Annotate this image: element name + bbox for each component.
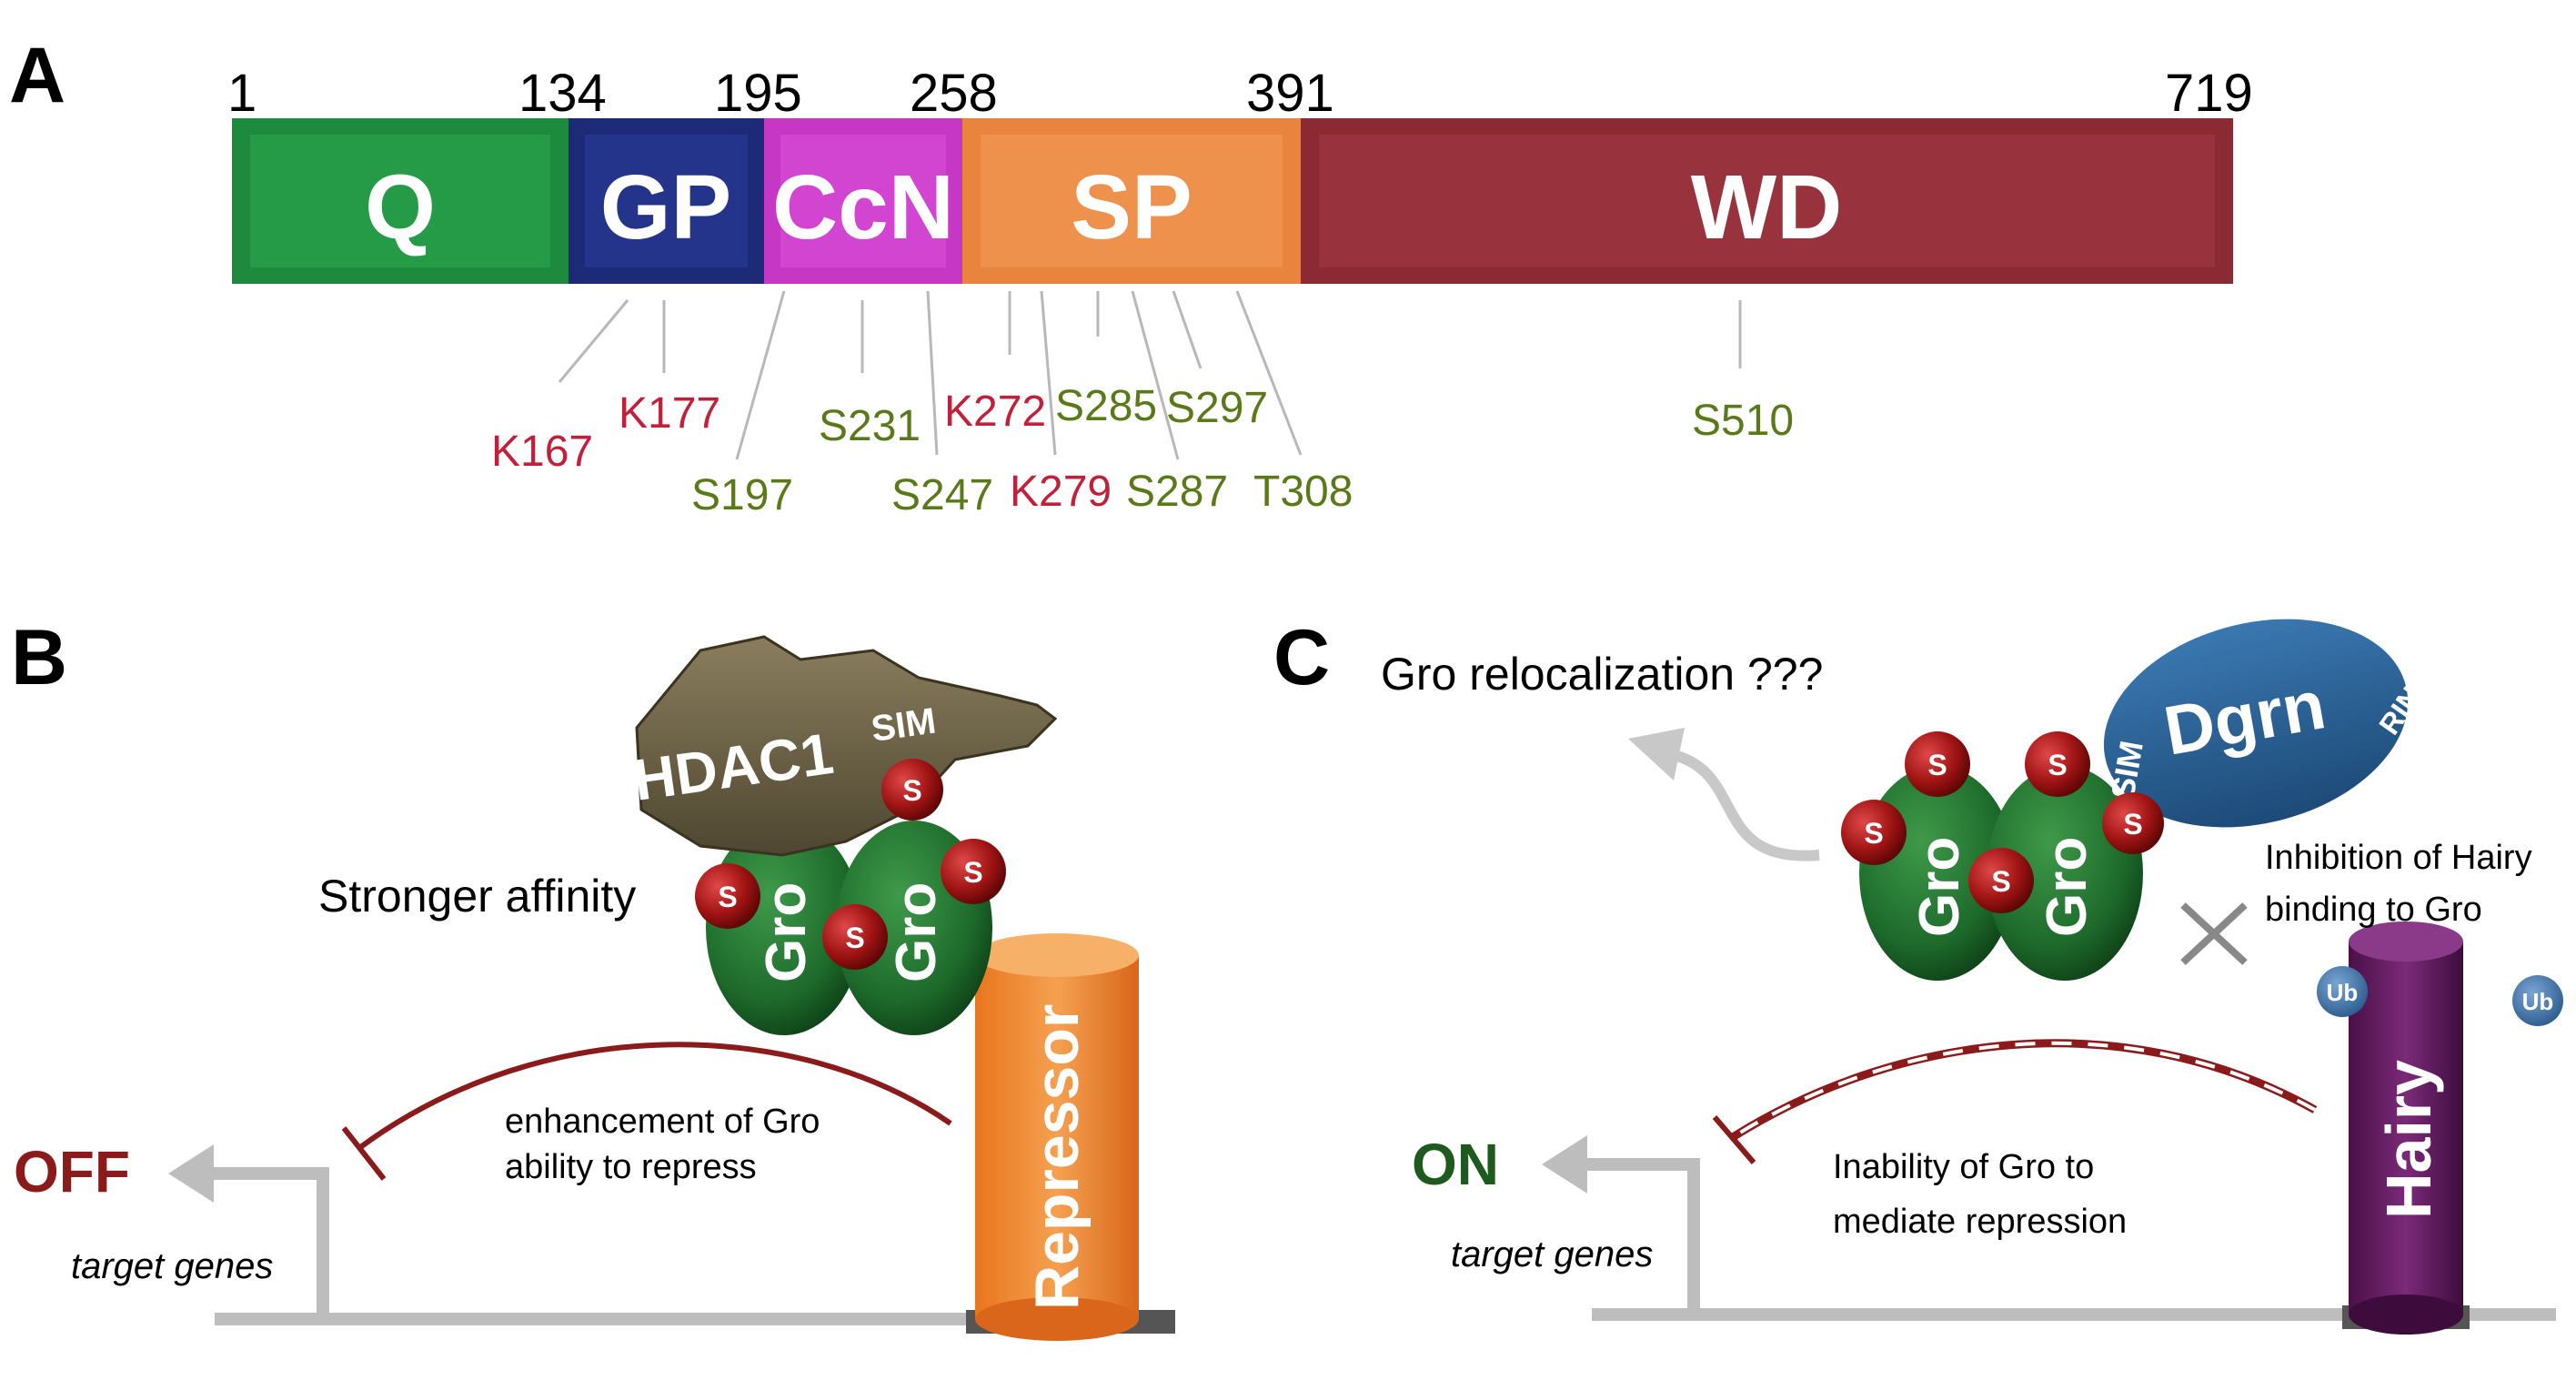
- panel-c-effect-line2: mediate repression: [1833, 1203, 2127, 1241]
- phospho-sphere: S: [2102, 792, 2164, 854]
- panel-b-target-genes: target genes: [71, 1246, 273, 1286]
- svg-text:S: S: [1991, 865, 2010, 898]
- svg-text:S: S: [2048, 749, 2067, 781]
- site-label: K167: [491, 428, 593, 476]
- panel-c-state-on: ON: [1412, 1132, 1499, 1197]
- panel-b-label: B: [11, 614, 67, 701]
- position-label: 134: [518, 64, 607, 123]
- site-leader-lines: [558, 290, 1742, 460]
- phospho-sphere: S: [822, 904, 888, 970]
- position-labels: 1 134 195 258 391 719: [227, 64, 2253, 123]
- phospho-sphere: S: [1841, 800, 1907, 865]
- panel-c-failed-repression: [1712, 1039, 2318, 1164]
- ub-sphere: Ub: [2317, 966, 2368, 1017]
- panel-b-affinity-label: Stronger affinity: [318, 871, 636, 922]
- phospho-sphere: S: [2025, 731, 2090, 797]
- domain-sp: SP: [962, 118, 1301, 284]
- domain-gp: GP: [569, 118, 764, 284]
- gro-label: Gro: [1908, 837, 1971, 937]
- domain-ccn: CcN: [764, 118, 962, 284]
- gro-label: Gro: [2036, 837, 2098, 937]
- panel-a-label: A: [9, 32, 65, 119]
- panel-c-effect-line1: Inability of Gro to: [1833, 1148, 2094, 1186]
- site-label: K279: [1010, 468, 1112, 516]
- panel-c-relocalization: Gro relocalization ???: [1381, 649, 1823, 700]
- phospho-sphere: S: [941, 839, 1006, 904]
- relocalization-arrow: [1628, 728, 1820, 861]
- phospho-spheres-c: S S S S S: [1841, 731, 2164, 913]
- gro-label: Gro: [755, 882, 818, 982]
- domain-label: GP: [600, 156, 731, 258]
- sim-label: SIM: [869, 700, 939, 749]
- hairy-label: Hairy: [2373, 1060, 2444, 1219]
- domain-label: Q: [365, 156, 436, 258]
- site-label: S297: [1166, 384, 1268, 432]
- repressor-label: Repressor: [1022, 1004, 1092, 1310]
- site-label: S287: [1126, 468, 1228, 516]
- ub-sphere: Ub: [2512, 975, 2563, 1026]
- position-label: 195: [714, 64, 802, 123]
- site-label: S231: [819, 402, 921, 450]
- site-label: K272: [944, 388, 1046, 436]
- hairy-protein: Hairy: [2349, 922, 2463, 1335]
- domain-bar: Q GP CcN SP WD: [232, 118, 2233, 284]
- svg-text:Ub: Ub: [2522, 988, 2554, 1015]
- site-label: T308: [1253, 468, 1353, 516]
- domain-q: Q: [232, 118, 569, 284]
- phospho-sphere: S: [695, 863, 760, 929]
- panel-c-inhibition-line1: Inhibition of Hairy: [2265, 839, 2532, 877]
- panel-c-label: C: [1273, 614, 1330, 701]
- site-label: S247: [891, 471, 993, 519]
- svg-text:S: S: [1864, 817, 1883, 850]
- site-label: S197: [691, 471, 793, 519]
- modification-sites: K167 K177 S197 S231 S247 K272 K279 S285 …: [491, 382, 1794, 519]
- panel-c-inhibition-line2: binding to Gro: [2265, 891, 2482, 929]
- position-label: 391: [1246, 64, 1334, 123]
- dgrn-protein: Dgrn SIM RING: [2104, 619, 2441, 828]
- panel-b-effect-line2: ability to repress: [505, 1148, 757, 1186]
- domain-label: WD: [1691, 156, 1843, 258]
- phospho-sphere: S: [1905, 731, 1970, 797]
- site-label: K177: [619, 389, 720, 438]
- position-label: 1: [227, 64, 257, 123]
- panel-b-state-off: OFF: [14, 1139, 130, 1204]
- position-label: 719: [2165, 64, 2253, 123]
- domain-label: SP: [1071, 156, 1192, 258]
- phospho-sphere: S: [1968, 848, 2034, 913]
- domain-wd: WD: [1301, 118, 2233, 284]
- repressor-protein: Repressor: [975, 933, 1139, 1341]
- hdac1-protein: HDAC1 SIM: [629, 635, 1058, 857]
- svg-text:S: S: [845, 922, 864, 954]
- svg-text:S: S: [902, 774, 921, 807]
- site-label: S285: [1055, 382, 1157, 430]
- ubiquitin-marks: Ub Ub: [2317, 966, 2563, 1026]
- phospho-sphere: S: [881, 759, 943, 821]
- inhibition-cross: [2180, 902, 2248, 965]
- panel-b-effect-line1: enhancement of Gro: [505, 1103, 820, 1141]
- site-label: S510: [1692, 397, 1794, 445]
- svg-text:S: S: [2123, 808, 2142, 841]
- domain-label: CcN: [772, 156, 954, 258]
- position-label: 258: [910, 64, 998, 123]
- panel-c-target-genes: target genes: [1451, 1234, 1653, 1274]
- svg-text:Ub: Ub: [2327, 979, 2359, 1006]
- phospho-spheres-b: S S S S: [695, 759, 1006, 970]
- gro-label: Gro: [885, 882, 948, 982]
- svg-text:S: S: [1927, 749, 1947, 781]
- svg-text:S: S: [718, 881, 737, 913]
- panel-b-repression-arc: [341, 1042, 952, 1181]
- svg-text:S: S: [963, 856, 982, 889]
